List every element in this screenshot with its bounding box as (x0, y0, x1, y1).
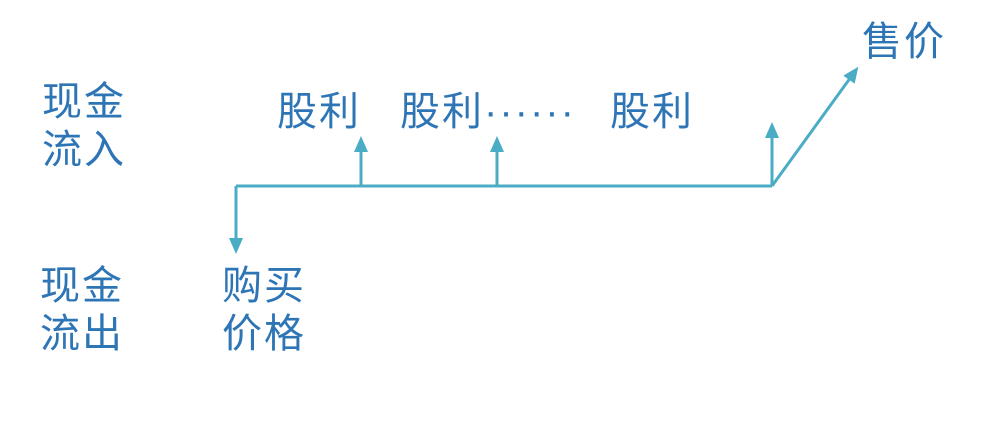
dividend-label-1: 股利 (277, 90, 361, 134)
purchase-price-label: 购买 价格 (222, 264, 306, 356)
cash-outflow-label: 现金 流出 (40, 264, 124, 356)
dividend-label-2: 股利······ (400, 90, 576, 134)
dividend-label-3: 股利 (610, 90, 694, 134)
cash-inflow-label: 现金 流入 (42, 80, 126, 172)
sale-price-label: 售价 (862, 20, 946, 64)
sale-price-arrow (770, 66, 859, 187)
